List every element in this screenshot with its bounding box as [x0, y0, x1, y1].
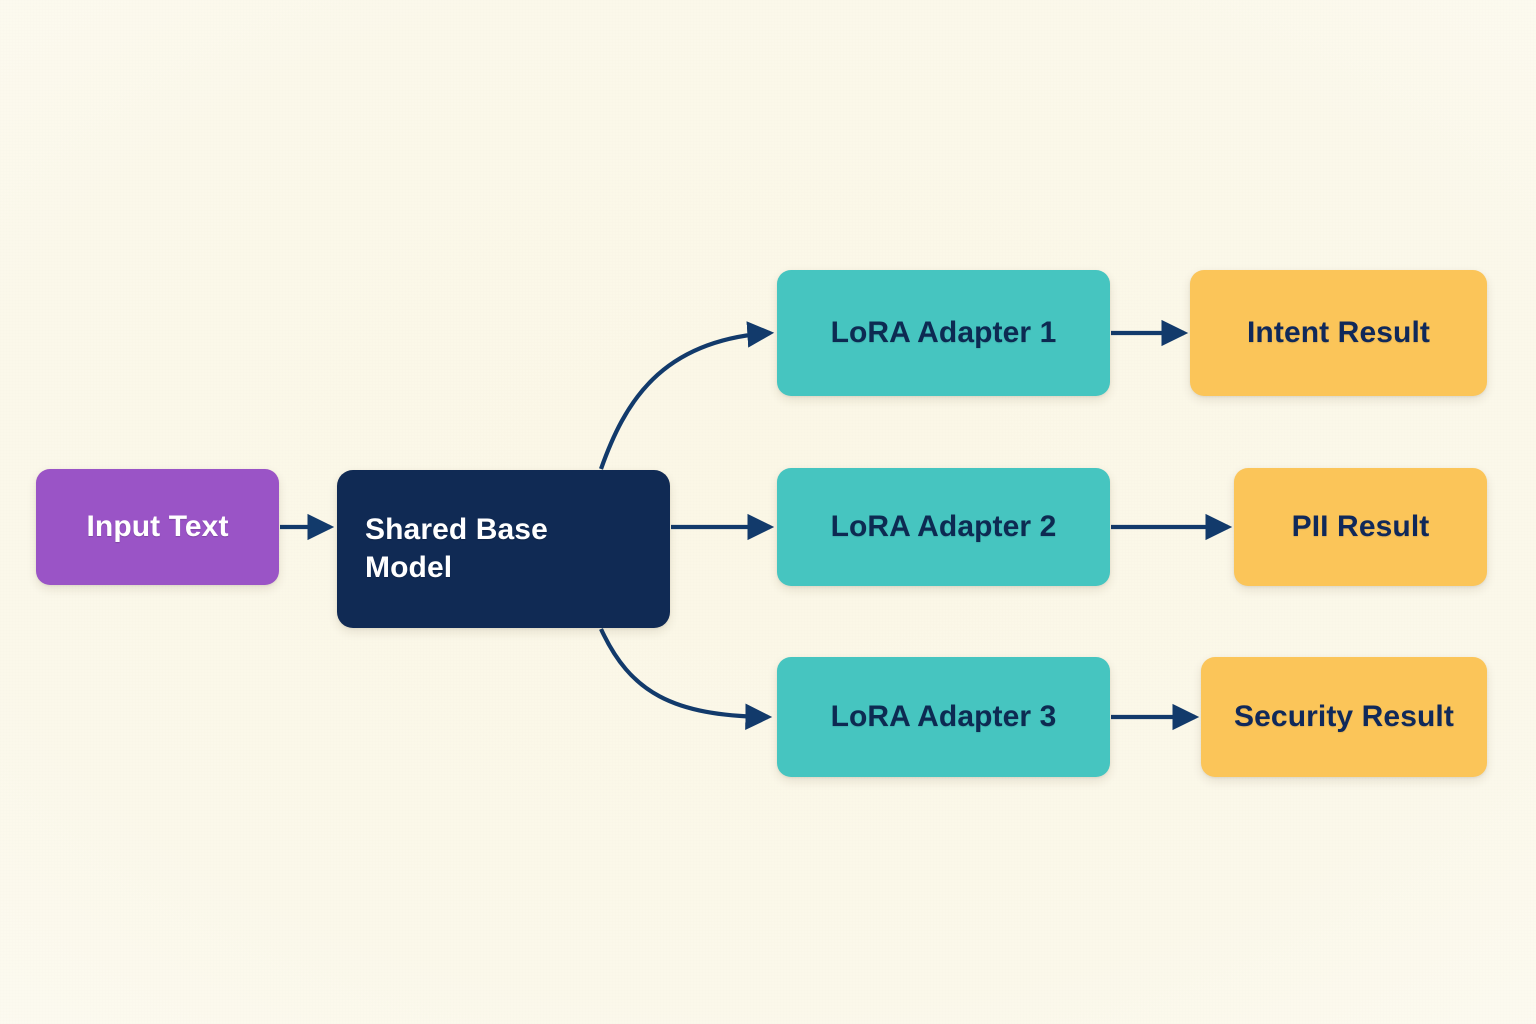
edge-base-to-adapter-3	[599, 628, 773, 730]
node-shared-base-model[interactable]: Shared Base Model	[337, 470, 670, 628]
node-lora-adapter-3[interactable]: LoRA Adapter 3	[777, 657, 1110, 777]
node-security-result[interactable]: Security Result	[1201, 657, 1487, 777]
node-intent-result-label: Intent Result	[1247, 315, 1430, 349]
node-intent-result[interactable]: Intent Result	[1190, 270, 1487, 396]
node-pii-result-label: PII Result	[1291, 509, 1430, 543]
node-lora-adapter-3-label: LoRA Adapter 3	[830, 699, 1057, 733]
node-shared-base-model-label: Shared Base Model	[365, 512, 548, 584]
node-lora-adapter-2-label: LoRA Adapter 2	[830, 509, 1057, 543]
node-lora-adapter-1-label: LoRA Adapter 1	[830, 315, 1057, 349]
node-pii-result[interactable]: PII Result	[1234, 468, 1487, 586]
node-lora-adapter-2[interactable]: LoRA Adapter 2	[777, 468, 1110, 586]
node-input-text[interactable]: Input Text	[36, 469, 279, 585]
edge-base-to-adapter-1	[599, 321, 775, 470]
node-input-text-label: Input Text	[86, 509, 229, 543]
node-security-result-label: Security Result	[1234, 699, 1454, 733]
node-lora-adapter-1[interactable]: LoRA Adapter 1	[777, 270, 1110, 396]
